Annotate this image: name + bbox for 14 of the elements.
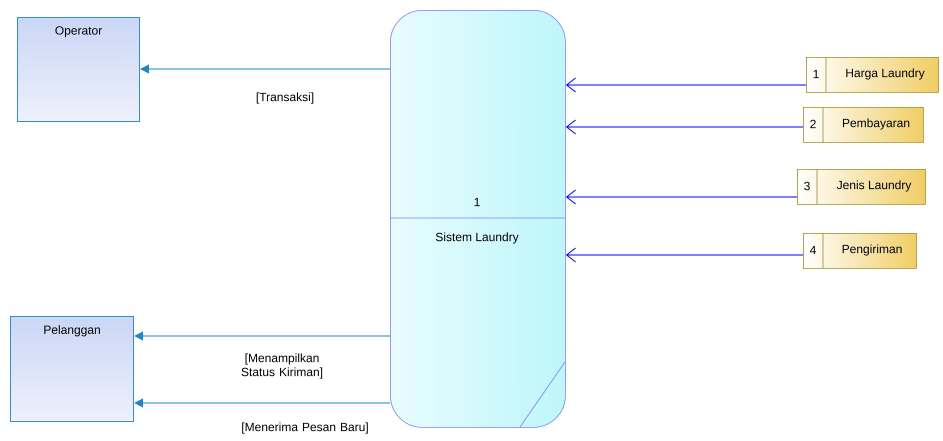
entity-box: Operator: [17, 17, 140, 122]
entity-box: Pelanggan: [10, 316, 134, 422]
process-box: 1 Sistem Laundry: [390, 10, 566, 428]
flow-arrow: [566, 120, 804, 134]
edge-label: [Menerima Pesan Baru]: [242, 422, 368, 434]
data-store: 3 Jenis Laundry: [797, 168, 926, 205]
data-store: 4 Pengiriman: [803, 232, 917, 269]
data-store: 1 Harga Laundry: [806, 56, 939, 93]
edge-label: [Menampilkan Status Kiriman]: [242, 353, 322, 379]
edge-label: [Transaksi]: [256, 92, 314, 104]
flow-arrow: [566, 190, 798, 204]
flow-arrow: [566, 248, 804, 262]
flow-arrow: [566, 78, 806, 92]
data-store: 2 Pembayaran: [803, 106, 924, 143]
